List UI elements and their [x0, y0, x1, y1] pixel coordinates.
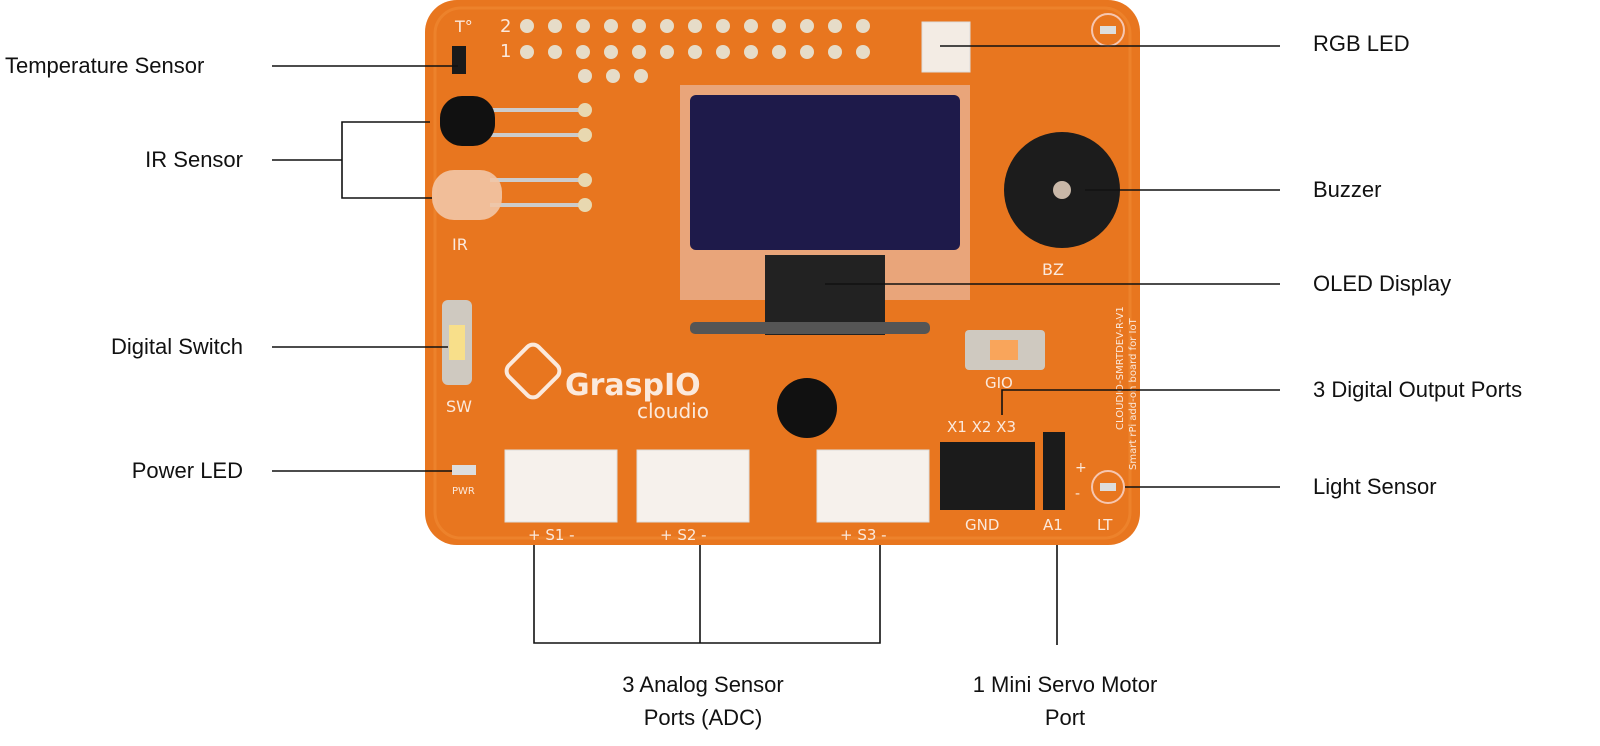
sw-label: SW [446, 397, 472, 416]
row1-label: 1 [500, 41, 511, 62]
svg-text:GraspIO: GraspIO [565, 368, 701, 403]
label-oled-display: OLED Display [1313, 271, 1452, 296]
header-pin [632, 19, 646, 33]
label-ir-sensor: IR Sensor [145, 147, 243, 172]
header-pin [548, 45, 562, 59]
digital-output-header [940, 442, 1035, 510]
label-analog-line2: Ports (ADC) [643, 705, 763, 730]
header-pin [604, 19, 618, 33]
bz-label: BZ [1042, 260, 1064, 279]
servo-header [1043, 432, 1065, 510]
header-pin [744, 19, 758, 33]
header-pin [660, 19, 674, 33]
header-pin [606, 69, 620, 83]
gnd-label: GND [965, 516, 999, 534]
light-sensor [1091, 470, 1125, 504]
header-pin [604, 45, 618, 59]
screw [777, 378, 837, 438]
label-servo-line2: Port [1044, 705, 1086, 730]
ir-sensor [432, 96, 592, 220]
analog-port-s3 [816, 449, 930, 523]
label-rgb-led: RGB LED [1313, 31, 1410, 56]
header-pin [520, 45, 534, 59]
temperature-sensor [452, 46, 466, 74]
header-pin [716, 45, 730, 59]
temp-label: T° [454, 17, 473, 36]
gpio-header [520, 19, 870, 83]
gio-label: GIO [985, 374, 1013, 392]
header-pin [744, 45, 758, 59]
header-pin [856, 45, 870, 59]
ir-label: IR [452, 235, 468, 254]
label-servo-line1: 1 Mini Servo Motor [972, 672, 1158, 697]
label-power-led: Power LED [131, 458, 243, 483]
model-label: CLOUDIO-SMRTDEV-R-V1 [1115, 306, 1126, 430]
header-pin [688, 19, 702, 33]
a1-label: A1 [1043, 516, 1063, 534]
header-pin [688, 45, 702, 59]
label-light-sensor: Light Sensor [1313, 474, 1437, 499]
lt-label: LT [1097, 516, 1113, 534]
header-pin [634, 69, 648, 83]
rgb-led [921, 21, 971, 73]
s3-label: + S3 - [840, 526, 887, 544]
analog-port-s2 [636, 449, 750, 523]
analog-port-s1 [504, 449, 618, 523]
oled-display [690, 95, 960, 250]
plus-label: + [1075, 460, 1087, 476]
label-digital-switch: Digital Switch [110, 334, 243, 359]
header-pin [660, 45, 674, 59]
power-led [452, 465, 476, 475]
header-pin [716, 19, 730, 33]
header-pin [800, 19, 814, 33]
header-pin [772, 45, 786, 59]
label-temperature-sensor: Temperature Sensor [5, 53, 205, 78]
header-pin [800, 45, 814, 59]
header-pin [548, 19, 562, 33]
pwr-label: PWR [452, 486, 475, 497]
tagline-label: Smart rPi add-on board for IoT [1128, 317, 1139, 470]
header-pin [578, 69, 592, 83]
minus-label: - [1075, 486, 1080, 502]
x-ports-label: X1 X2 X3 [947, 418, 1016, 436]
label-analog-line1: 3 Analog Sensor [622, 672, 784, 697]
header-pin [772, 19, 786, 33]
header-pin [632, 45, 646, 59]
callout-lines [272, 45, 1280, 645]
label-buzzer: Buzzer [1313, 177, 1382, 202]
row2-label: 2 [500, 16, 511, 37]
header-pin [520, 19, 534, 33]
header-pin [828, 19, 842, 33]
header-pin [856, 19, 870, 33]
s2-label: + S2 - [660, 526, 707, 544]
header-pin [576, 45, 590, 59]
s1-label: + S1 - [528, 526, 575, 544]
svg-text:cloudio: cloudio [637, 399, 709, 423]
graspio-logo: GraspIO cloudio [504, 342, 709, 423]
label-digital-output-ports: 3 Digital Output Ports [1313, 377, 1523, 402]
header-pin [828, 45, 842, 59]
header-pin [576, 19, 590, 33]
